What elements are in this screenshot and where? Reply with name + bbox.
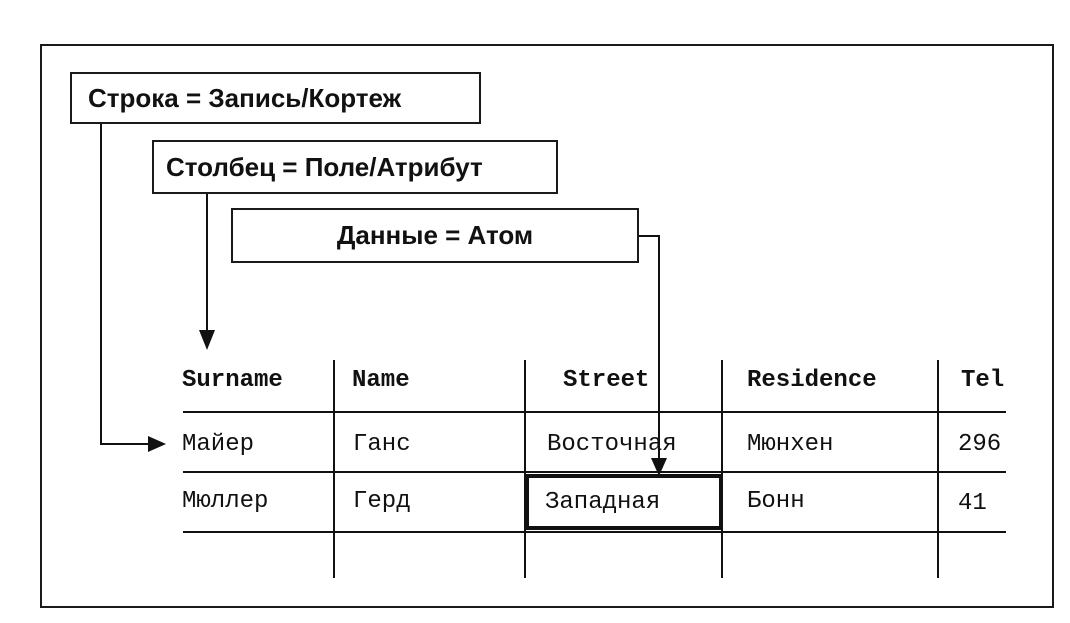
table-cell: Герд [353,488,411,515]
column-arrowhead-icon [199,330,215,350]
column-label: Столбец = Поле/Атрибут [166,151,483,182]
column-label-box: Столбец = Поле/Атрибут [152,140,558,194]
table-cell: 296 [958,431,1002,458]
row-label-box: Строка = Запись/Кортеж [70,72,481,124]
row-connector [100,124,150,445]
column-header-surname: Surname [182,367,283,394]
table-cell: Мюнхен [747,431,834,458]
column-header-tel: Tel [961,367,1005,394]
data-label-box: Данные = Атом [231,208,639,263]
data-connector [639,235,660,458]
row-label: Строка = Запись/Кортеж [88,82,402,113]
highlighted-cell-box [525,474,723,530]
table-cell: 41 [958,490,987,517]
column-header-residence: Residence [747,367,877,394]
data-arrowhead-icon [651,458,667,476]
diagram-frame [40,44,1054,608]
table-cell: Ганс [353,431,411,458]
table-cell: Мюллер [182,488,269,515]
highlighted-table-cell: Западная [545,489,661,516]
column-header-name: Name [352,367,410,394]
row-arrowhead-icon [148,436,166,452]
table-cell: Бонн [747,488,805,515]
table-cell: Майер [182,431,255,458]
table-cell: Восточная [547,431,677,458]
column-header-street: Street [563,367,650,394]
data-label: Данные = Атом [336,220,534,250]
